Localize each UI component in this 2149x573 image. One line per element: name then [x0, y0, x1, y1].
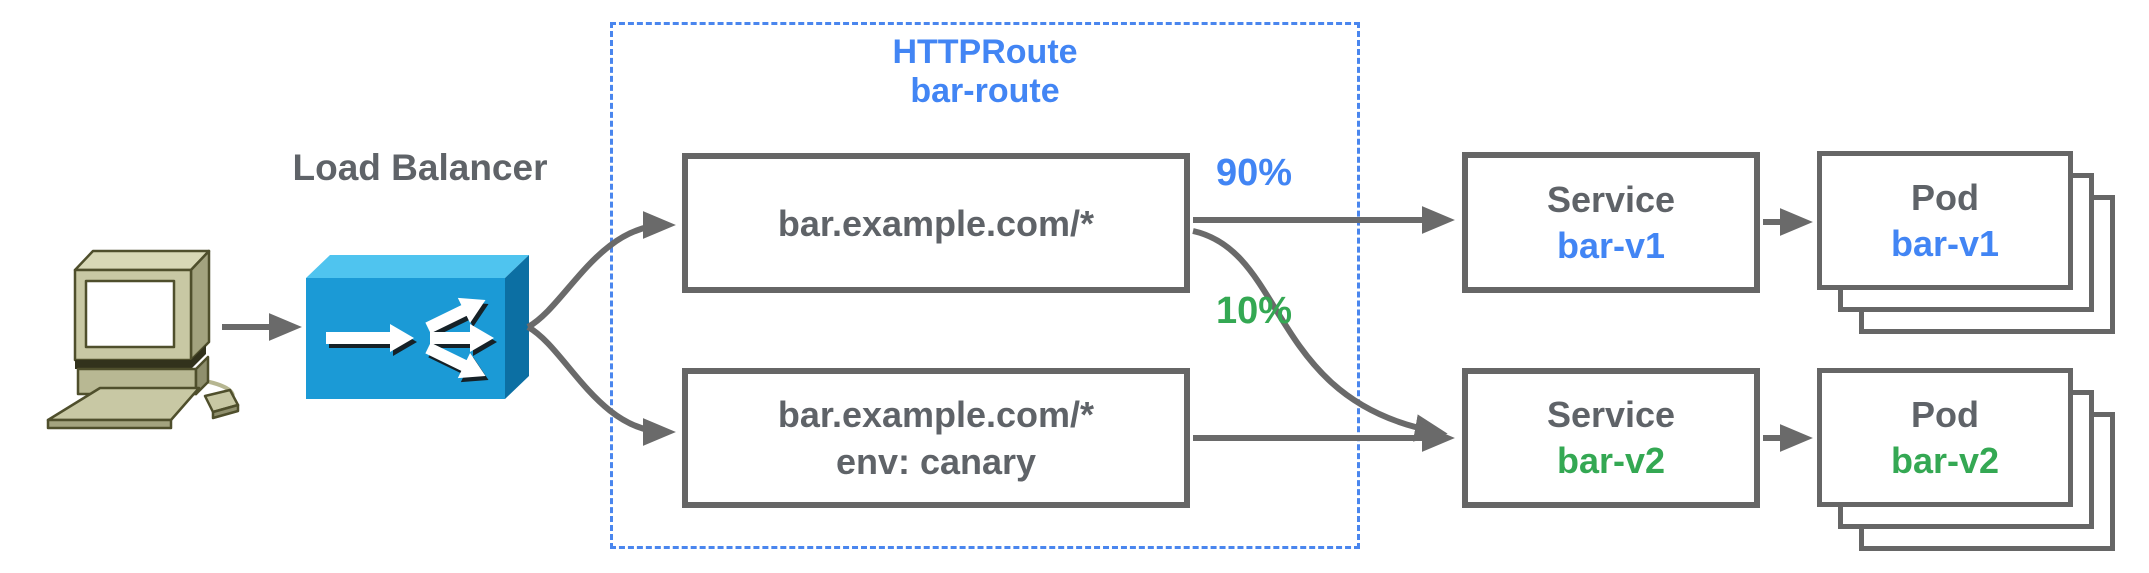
pod-bar-v2-stack: Pod bar-v2 — [1817, 368, 2115, 551]
load-balancer-icon — [306, 255, 529, 399]
arrow-lb-to-rule-canary — [526, 324, 676, 446]
service-v2-name: bar-v2 — [1556, 440, 1666, 481]
load-balancer-label: Load Balancer — [292, 147, 548, 188]
rule-canary-match: bar.example.com/* — [777, 394, 1095, 435]
pod-bar-v2-box: Pod bar-v2 — [1817, 368, 2073, 507]
httproute-kind-label: HTTPRoute — [892, 33, 1078, 71]
weight-label-90: 90% — [1215, 152, 1293, 194]
pod-bar-v1-box: Pod bar-v1 — [1817, 151, 2073, 290]
httproute-name-label: bar-route — [910, 72, 1060, 110]
rule-box-canary: bar.example.com/* env: canary — [682, 368, 1190, 508]
httproute-title: HTTPRoute bar-route — [613, 33, 1357, 111]
pod-v2-name: bar-v2 — [1890, 439, 2000, 481]
service-v1-name: bar-v1 — [1556, 224, 1666, 266]
service-bar-v2-box: Service bar-v2 — [1462, 368, 1760, 508]
pod-v1-kind: Pod — [1911, 176, 1979, 218]
service-bar-v1-box: Service bar-v1 — [1462, 152, 1760, 293]
service-v1-kind: Service — [1546, 178, 1676, 220]
rule-box-main: bar.example.com/* — [682, 153, 1190, 293]
client-computer-icon — [46, 249, 240, 430]
service-v2-kind: Service — [1546, 394, 1676, 435]
httproute-container: HTTPRoute bar-route — [610, 22, 1360, 549]
rule-canary-header: env: canary — [835, 441, 1037, 482]
pod-v1-name: bar-v1 — [1890, 222, 2000, 264]
weight-label-10: 10% — [1215, 290, 1293, 332]
rule-main-match: bar.example.com/* — [777, 202, 1095, 244]
pod-bar-v1-stack: Pod bar-v1 — [1817, 151, 2115, 334]
arrow-lb-to-rule-main — [526, 211, 676, 330]
pod-v2-kind: Pod — [1911, 393, 1979, 435]
arrow-rule-main-to-service-v2 — [1192, 228, 1448, 442]
